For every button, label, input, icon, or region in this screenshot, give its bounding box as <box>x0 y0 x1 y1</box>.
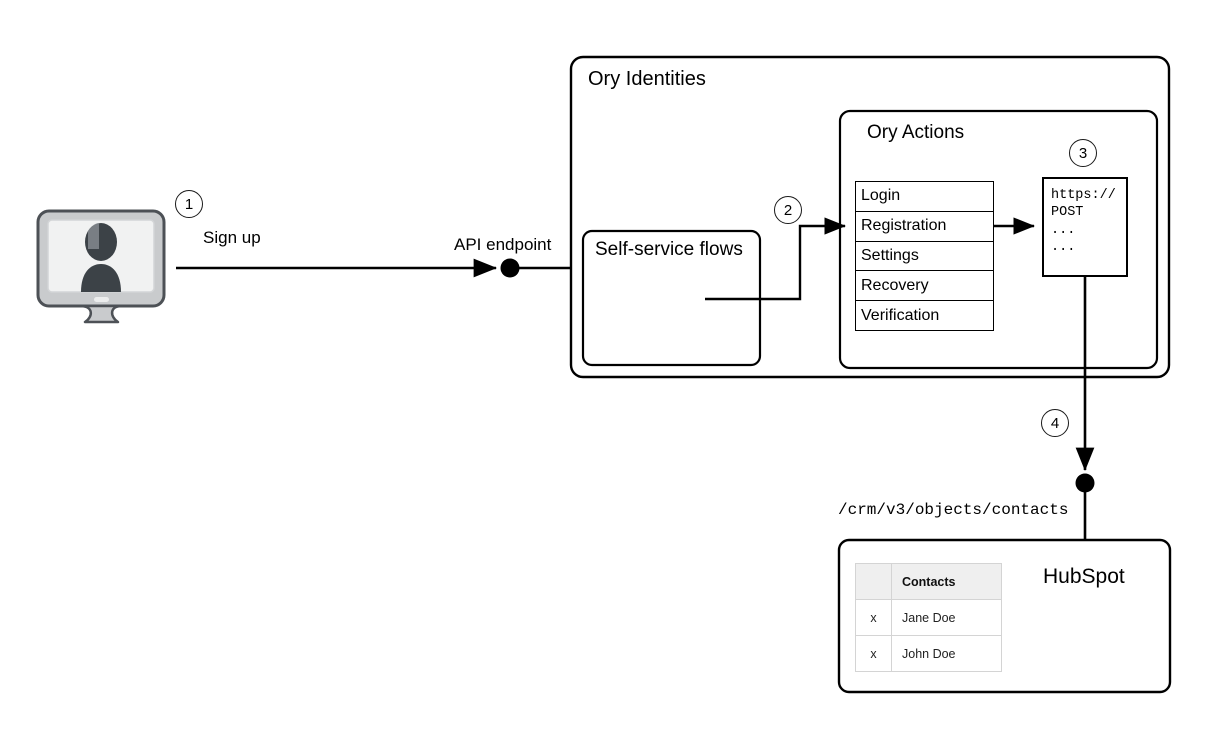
hubspot-title: HubSpot <box>1043 565 1125 588</box>
user-monitor-icon <box>36 209 166 331</box>
api-endpoint-label: API endpoint <box>454 235 552 254</box>
webhook-line-method: POST <box>1051 205 1084 221</box>
table-header-contacts: Contacts <box>891 563 1002 600</box>
step-badge-2: 2 <box>774 196 802 224</box>
selfservice-to-registration-connector <box>705 217 846 301</box>
api-endpoint-node <box>500 258 520 278</box>
webhook-line-body-1: ... <box>1051 222 1076 238</box>
step-badge-3: 3 <box>1069 139 1097 167</box>
ory-actions-title: Ory Actions <box>867 122 965 143</box>
flow-list-item-settings[interactable]: Settings <box>856 241 993 272</box>
flow-list-item-login[interactable]: Login <box>856 182 993 212</box>
step-badge-1: 1 <box>175 190 203 218</box>
step-badge-4: 4 <box>1041 409 1069 437</box>
table-cell-mark: x <box>855 599 892 636</box>
flow-list-item-recovery[interactable]: Recovery <box>856 271 993 302</box>
flow-list-item-registration[interactable]: Registration <box>856 211 993 242</box>
webhook-line-url: https:// <box>1051 188 1116 203</box>
webhook-line-body-2: ... <box>1051 239 1076 255</box>
table-row[interactable]: x Jane Doe <box>855 599 1002 636</box>
table-cell-mark: x <box>855 635 892 672</box>
table-header-row: Contacts <box>855 563 1002 600</box>
signup-label: Sign up <box>203 228 261 247</box>
self-service-flows-title: Self-service flows <box>595 239 743 260</box>
webhook-request-box: https:// POST ... ... <box>1042 177 1128 277</box>
flow-list-item-verification[interactable]: Verification <box>856 301 993 330</box>
hubspot-contacts-table: Contacts x Jane Doe x John Doe <box>855 563 1002 672</box>
ory-actions-flow-list: Login Registration Settings Recovery Ver… <box>855 181 994 331</box>
ory-identities-title: Ory Identities <box>588 68 706 90</box>
hubspot-api-path-label: /crm/v3/objects/contacts <box>838 501 1069 519</box>
table-row[interactable]: x John Doe <box>855 635 1002 672</box>
table-header-mark <box>855 563 892 600</box>
table-cell-name: Jane Doe <box>891 599 1002 636</box>
table-cell-name: John Doe <box>891 635 1002 672</box>
